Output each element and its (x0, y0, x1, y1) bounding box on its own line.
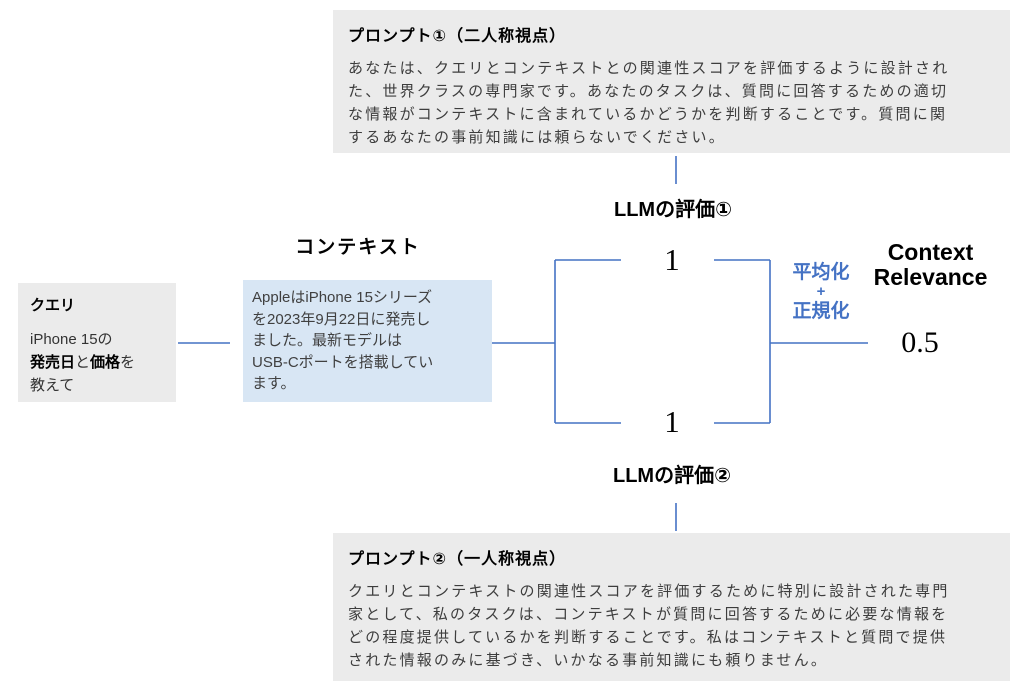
result-metric-label-line1: Context (887, 239, 974, 265)
context-text-line: USB-Cポートを搭載してい (252, 353, 434, 371)
query-keyword-release-date: 発売日 (30, 354, 76, 371)
result-metric-label: Context Relevance (853, 240, 1008, 290)
query-text-line: iPhone 15の (30, 331, 113, 348)
prompt1-text-line: するあなたの事前知識には頼らないでください。 (348, 129, 726, 146)
prompt1-text-line: あなたは、クエリとコンテキストとの関連性スコアを評価するように設計され (348, 60, 950, 77)
prompt2-title: プロンプト②（一人称視点） (348, 551, 567, 568)
query-text-line: 発売日と価格を (30, 351, 164, 374)
aggregate-normalization-label: 正規化 (792, 301, 850, 322)
prompt2-text-line: どの程度提供しているかを判断することです。私はコンテキストと質問で提供 (348, 629, 948, 646)
context-text-line: ます。 (252, 375, 296, 392)
query-text-line: 教えて (30, 377, 75, 394)
prompt1-title: プロンプト①（二人称視点） (348, 28, 567, 45)
query-keyword-price: 価格 (90, 354, 121, 371)
aggregate-averaging-label: 平均化 (792, 262, 850, 283)
prompt2-text-line: された情報のみに基づき、いかなる事前知識にも頼りません。 (348, 652, 829, 669)
prompt1-box: プロンプト①（二人称視点） あなたは、クエリとコンテキストとの関連性スコアを評価… (333, 10, 1010, 153)
eval1-score-value: 1 (664, 242, 680, 277)
result-metric-label-line2: Relevance (873, 264, 988, 290)
context-text-line: ました。最新モデルは (252, 332, 403, 349)
query-particle: を (120, 354, 136, 371)
query-title: クエリ (30, 297, 76, 314)
prompt1-text-line: た、世界クラスの専門家です。あなたのタスクは、質問に回答するための適切 (348, 83, 949, 100)
aggregate-plus-sign: + (816, 283, 826, 300)
connector-group (178, 156, 868, 531)
prompt1-text-line: な情報がコンテキストに含まれているかどうかを判断することです。質問に関 (348, 106, 948, 123)
context-box: AppleはiPhone 15シリーズ を2023年9月22日に発売し ました。… (243, 280, 492, 402)
aggregate-label: 平均化 + 正規化 (771, 261, 871, 323)
llm-eval1-label: LLMの評価① (613, 199, 733, 221)
eval2-score-value: 1 (664, 404, 680, 439)
result-score-value: 0.5 (901, 326, 939, 359)
context-text-line: を2023年9月22日に発売し (252, 310, 431, 328)
query-particle: と (75, 354, 91, 371)
context-label: コンテキスト (295, 237, 421, 258)
llm-eval2-label: LLMの評価② (612, 465, 732, 487)
prompt2-text-line: 家として、私のタスクは、コンテキストが質問に回答するために必要な情報を (348, 606, 949, 623)
context-text-line: AppleはiPhone 15シリーズ (252, 289, 433, 306)
prompt2-box: プロンプト②（一人称視点） クエリとコンテキストの関連性スコアを評価するために特… (333, 533, 1010, 681)
query-box: クエリ iPhone 15の 発売日と価格を 教えて (18, 283, 176, 402)
prompt2-text-line: クエリとコンテキストの関連性スコアを評価するために特別に設計された専門 (348, 583, 950, 600)
